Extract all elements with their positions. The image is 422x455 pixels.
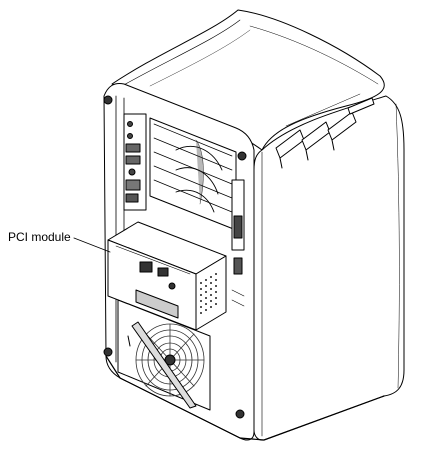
side-vents (275, 111, 357, 169)
rear-io-panel (123, 113, 147, 211)
pci-module-vent (200, 273, 217, 314)
mounting-knobs (103, 95, 247, 419)
pci-module-callout: PCI module (8, 230, 71, 244)
right-connector-strip (231, 179, 245, 307)
expansion-slot-area (149, 117, 237, 231)
pci-module-leader-line (73, 237, 111, 253)
pull-handle (131, 321, 197, 409)
top-latch (347, 97, 375, 115)
pci-module (107, 221, 227, 331)
chassis-base (105, 355, 385, 441)
